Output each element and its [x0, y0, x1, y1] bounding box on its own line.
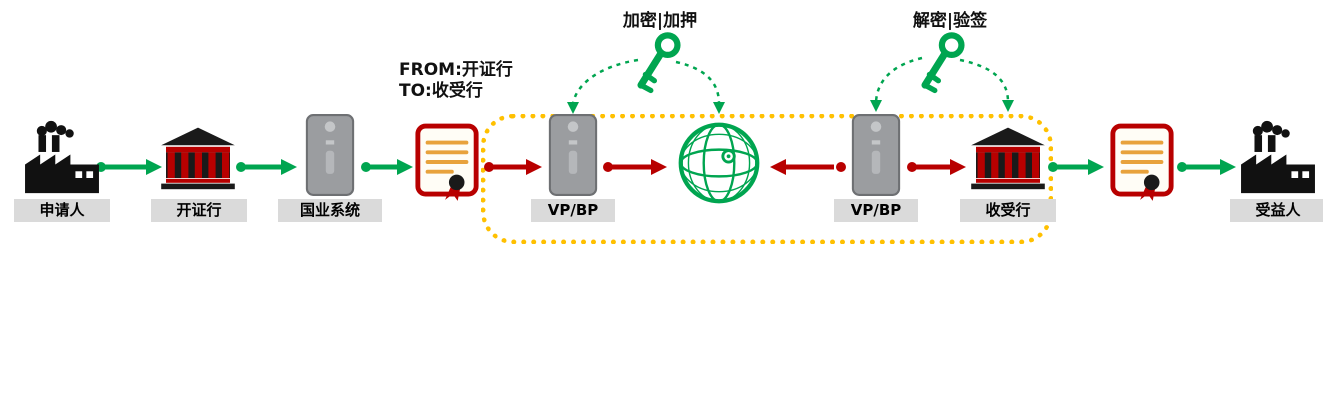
globe-icon — [676, 120, 762, 206]
label-domestic-system: 国业系统 — [278, 199, 382, 222]
server-icon — [303, 113, 357, 197]
document-seal-icon — [1108, 122, 1176, 202]
arrow-document-to-beneficiary — [1177, 159, 1236, 175]
arrow-receivingbank-to-document — [1048, 159, 1104, 175]
arrow-system-to-document — [361, 159, 413, 175]
server-icon — [546, 113, 600, 197]
factory-icon — [1236, 118, 1320, 196]
factory-icon — [20, 118, 104, 196]
label-receiving-bank: 收受行 — [960, 199, 1056, 222]
server-icon — [849, 113, 903, 197]
bank-icon — [968, 120, 1048, 196]
message-header-to: TO:收受行 — [399, 81, 483, 101]
label-vpbp-right: VP/BP — [834, 199, 918, 222]
bank-icon — [158, 120, 238, 196]
label-applicant: 申请人 — [14, 199, 110, 222]
label-issuing-bank: 开证行 — [151, 199, 247, 222]
arrow-applicant-to-issuingbank — [96, 159, 162, 175]
message-header-from: FROM:开证行 — [399, 60, 513, 80]
label-vpbp-left: VP/BP — [531, 199, 615, 222]
encrypt-key-icon — [628, 30, 686, 94]
label-beneficiary: 受益人 — [1230, 199, 1323, 222]
decrypt-caption: 解密|验签 — [912, 11, 988, 31]
secure-zone-border — [481, 114, 1053, 244]
decrypt-key-icon — [912, 30, 970, 94]
arrow-issuingbank-to-system — [236, 159, 297, 175]
document-seal-icon — [413, 122, 481, 202]
encrypt-caption: 加密|加押 — [622, 11, 698, 31]
message-header: FROM:开证行 TO:收受行 — [399, 60, 513, 102]
